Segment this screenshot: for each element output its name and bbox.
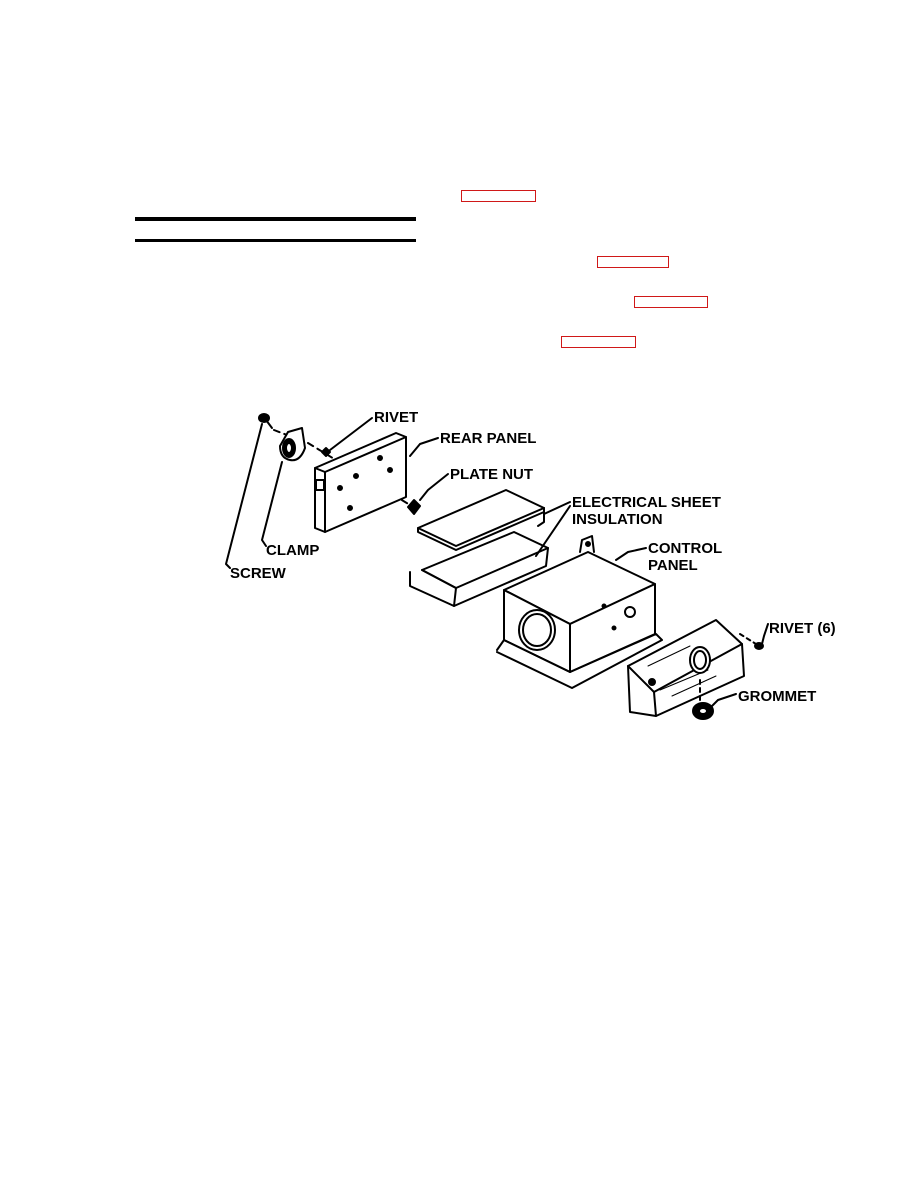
cross-reference-link[interactable] [461,190,536,202]
label-rivet: RIVET [374,409,418,426]
plate-nut-part [407,499,421,515]
leader-rivet [329,417,373,451]
label-insulation: INSULATION [572,511,663,528]
label-screw: SCREW [230,565,287,582]
cross-reference-link[interactable] [597,256,669,268]
rivet-6-part [754,642,764,650]
rivet-part [321,447,331,457]
label-plate-nut: PLATE NUT [450,466,533,483]
leader-screw [225,423,263,569]
label-rivet-6: RIVET (6) [769,620,836,637]
grommet-part [692,702,714,720]
label-electrical-sheet: ELECTRICAL SHEET [572,494,721,511]
control-panel-part [496,535,663,689]
label-panel: PANEL [648,557,698,574]
section-rule-top [135,217,416,221]
leader-clamp [261,461,283,547]
leader-plate-nut [419,473,449,501]
front-plate-part [627,619,745,717]
label-rear-panel: REAR PANEL [440,430,536,447]
leader-insulation-upper [543,501,571,515]
label-grommet: GROMMET [738,688,816,705]
insulation-sheet-lower [409,531,549,607]
clamp-part [279,427,306,462]
rear-panel-part [314,432,407,533]
leader-rivet-6 [761,623,769,645]
leader-control-panel [615,547,647,561]
section-rule-bottom [135,239,416,242]
leader-insulation-lower [535,505,571,557]
leader-grommet [711,693,737,707]
cross-reference-link[interactable] [561,336,636,348]
cross-reference-link[interactable] [634,296,708,308]
insulation-sheet-upper [417,489,545,551]
label-control: CONTROL [648,540,722,557]
screw-part [258,413,273,429]
label-clamp: CLAMP [266,542,319,559]
leader-rear-panel [409,437,439,457]
